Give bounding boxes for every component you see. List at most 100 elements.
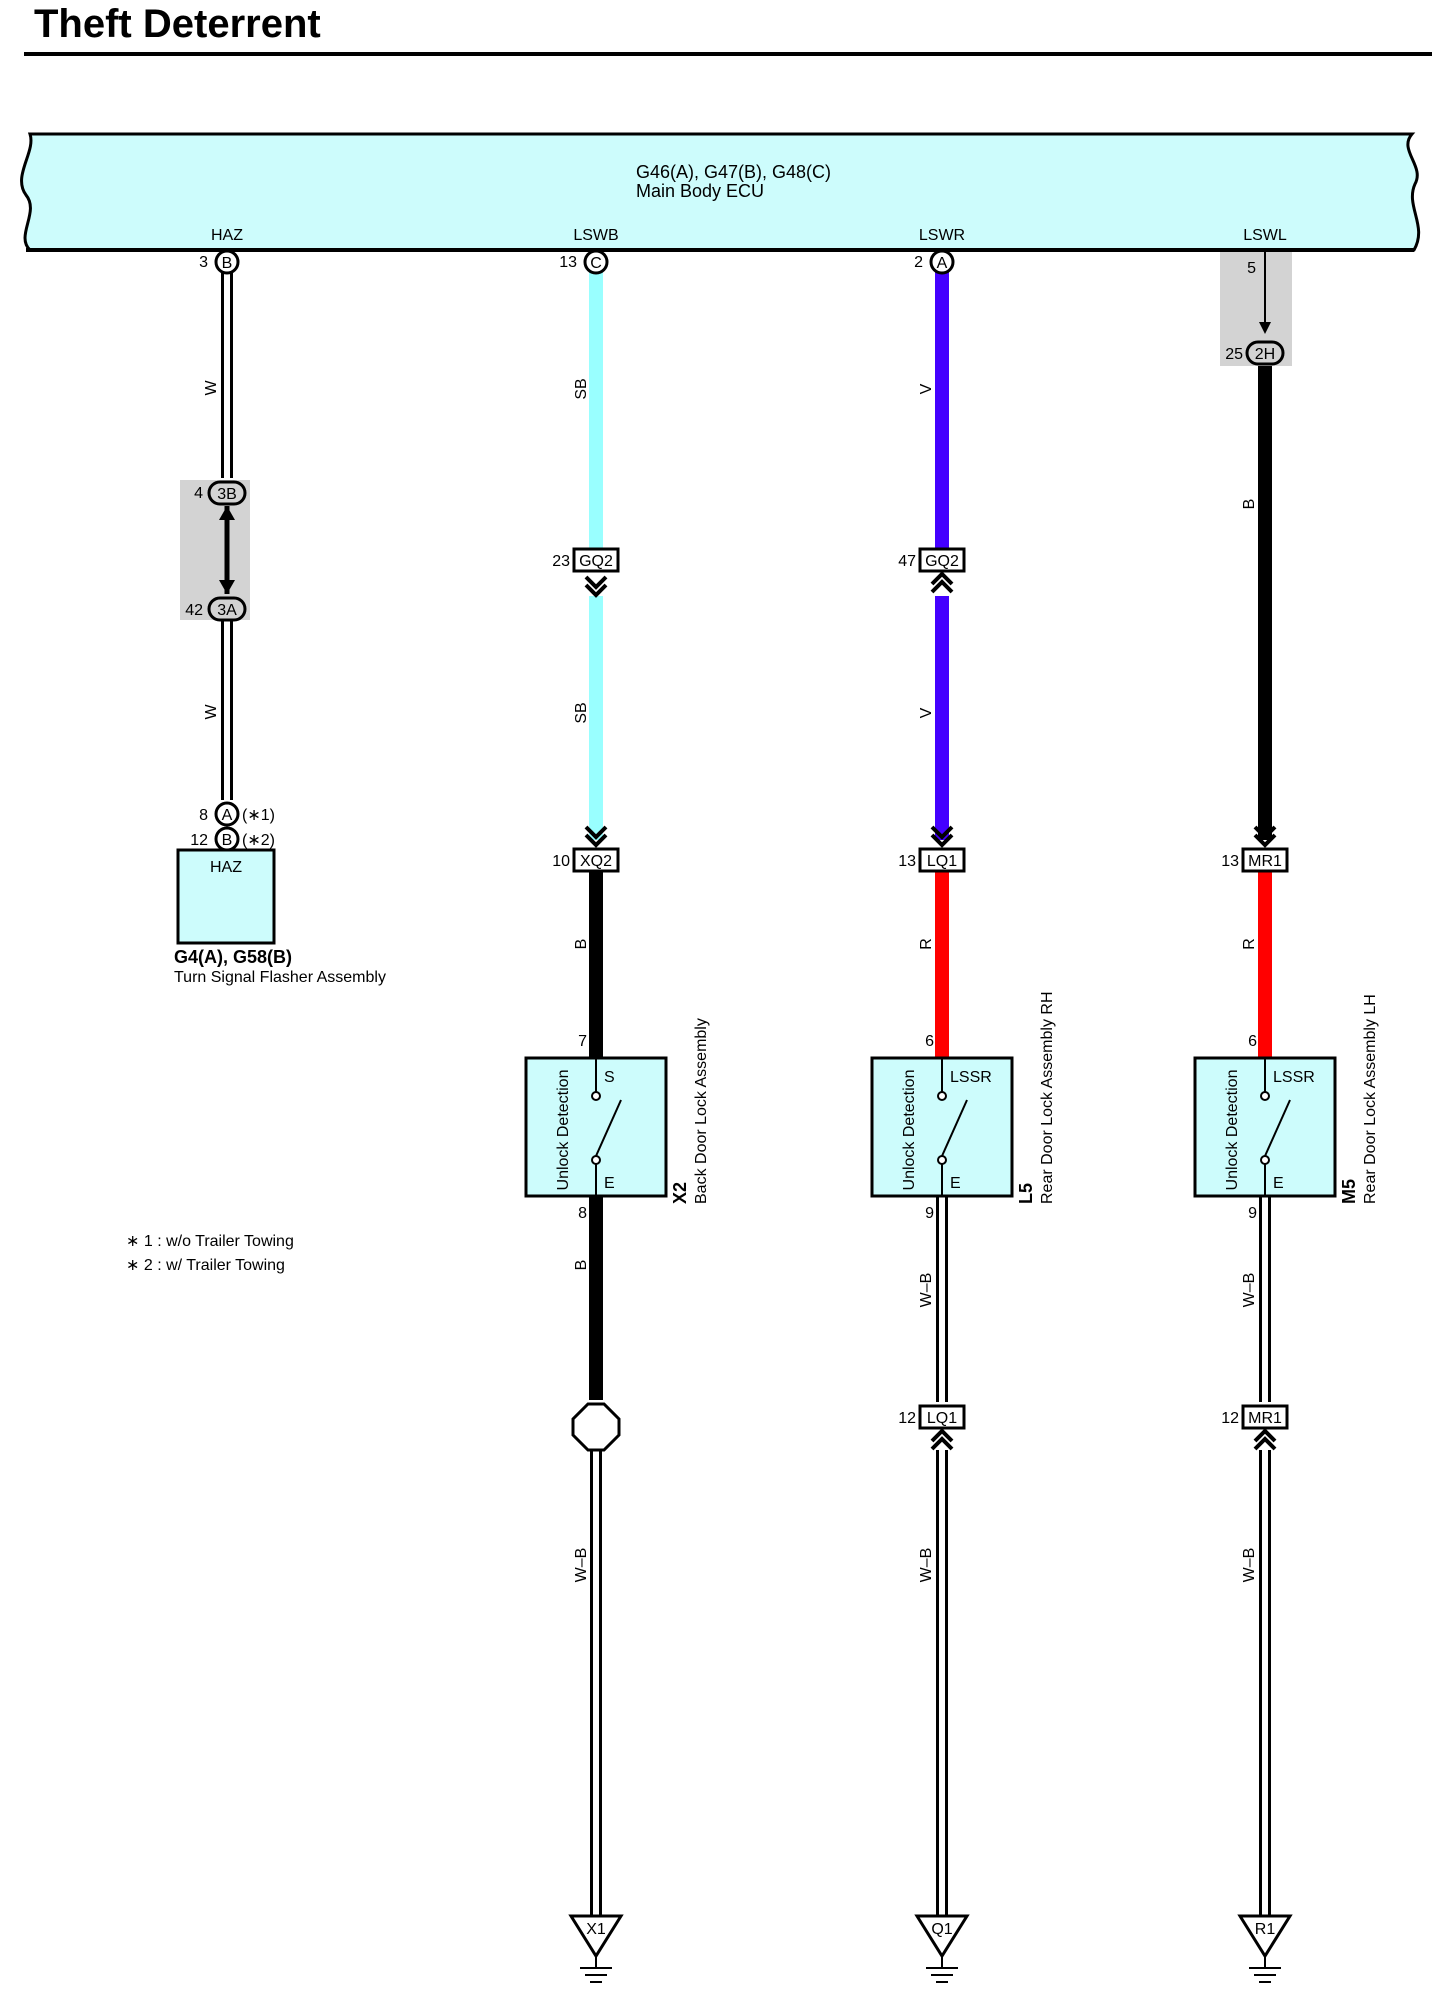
- pin-number: 9: [925, 1205, 934, 1222]
- connector-label: XQ2: [580, 853, 612, 870]
- inline-connector: [572, 847, 620, 873]
- junction-label: 3A: [217, 602, 237, 619]
- connector-terminal: [214, 801, 240, 827]
- ground-label: R1: [1255, 1921, 1276, 1938]
- junction-connector: [207, 480, 247, 506]
- switch-contact: [941, 1099, 968, 1157]
- component-code: G4(A), G58(B): [174, 947, 292, 967]
- component-name: Back Door Lock Assembly: [693, 1018, 710, 1204]
- pin-number: 12: [1221, 1410, 1239, 1427]
- ground-label: Q1: [931, 1921, 952, 1938]
- inline-connector: [918, 547, 966, 573]
- connector-letter: B: [222, 255, 233, 272]
- pin-number: 13: [1221, 853, 1239, 870]
- connector-letter: B: [222, 832, 233, 849]
- wire-color-label: B: [573, 1260, 590, 1271]
- wire-color-label: W–B: [1241, 1273, 1258, 1308]
- wire-color-label: B: [573, 939, 590, 950]
- pin-number: 23: [552, 553, 570, 570]
- pin-number: 47: [898, 553, 916, 570]
- page-title: Theft Deterrent: [34, 2, 321, 46]
- pin-number: 4: [194, 485, 203, 502]
- flasher-box: [176, 848, 276, 945]
- wire-color-label: W: [203, 380, 220, 396]
- switch-label: Unlock Detection: [1224, 1070, 1241, 1191]
- flasher-terminal-label: HAZ: [210, 859, 242, 876]
- pin-number: 5: [1247, 260, 1256, 277]
- pin-number: 42: [185, 602, 203, 619]
- ecu-terminal-lswl: LSWL: [1243, 227, 1287, 244]
- lswb-circuit: SB SB B B W–B 13 C 23 GQ2 10 XQ2 7 S E U…: [524, 249, 710, 1983]
- inline-connector: [1241, 847, 1289, 873]
- ground-symbol: [568, 1914, 624, 1959]
- switch-label: Unlock Detection: [901, 1070, 918, 1191]
- switch-terminal: S: [604, 1069, 615, 1086]
- wire-color-label: SB: [573, 378, 590, 399]
- haz-circuit: W W 3 B 4 3B 42 3A 8 A (∗1) 12 B (∗2) HA…: [174, 249, 386, 986]
- pin-number: 13: [898, 853, 916, 870]
- switch-terminal: E: [1273, 1175, 1284, 1192]
- switch-terminal: E: [604, 1175, 615, 1192]
- connector-letter: C: [590, 255, 602, 272]
- wire-color-label: B: [1241, 499, 1258, 510]
- pin-number: 7: [578, 1033, 587, 1050]
- pin-number: 2: [914, 254, 923, 271]
- ground-label: X1: [586, 1921, 606, 1938]
- footnote: ∗ 2 : w/ Trailer Towing: [126, 1257, 285, 1274]
- pin-number: 13: [559, 254, 577, 271]
- ground-symbol: [914, 1914, 970, 1959]
- switch-contact: [595, 1099, 622, 1157]
- footnote: ∗ 1 : w/o Trailer Towing: [126, 1233, 294, 1250]
- ecu-terminal-lswr: LSWR: [919, 227, 965, 244]
- connector-label: MR1: [1248, 1410, 1282, 1427]
- splice-point: [571, 1402, 621, 1452]
- switch-terminal: E: [950, 1175, 961, 1192]
- wire-color-label: R: [918, 938, 935, 950]
- connector-label: GQ2: [925, 553, 959, 570]
- junction-label: 2H: [1255, 346, 1275, 363]
- connector-label: GQ2: [579, 553, 613, 570]
- component-name: Turn Signal Flasher Assembly: [174, 969, 386, 986]
- ecu-panel: [20, 132, 1421, 252]
- pin-number: 8: [199, 807, 208, 824]
- inline-connector: [572, 547, 620, 573]
- lswl-circuit: 5 B R W–B W–B 25 2H 13 MR1 6 LSSR E Unlo…: [1193, 252, 1379, 1983]
- component-code: X2: [670, 1182, 690, 1204]
- switch-contact: [1264, 1099, 1291, 1157]
- pin-number: 6: [1248, 1033, 1257, 1050]
- connector-letter: A: [937, 255, 948, 272]
- connector-label: LQ1: [927, 1410, 957, 1427]
- component-code: L5: [1016, 1183, 1036, 1204]
- wire-color-label: W–B: [1241, 1548, 1258, 1583]
- connector-letter: A: [222, 807, 233, 824]
- junction-connector: [1245, 340, 1285, 366]
- ecu-code: G46(A), G47(B), G48(C): [636, 162, 831, 182]
- variant-note: (∗2): [242, 832, 275, 849]
- inline-connector: [918, 847, 966, 873]
- variant-note: (∗1): [242, 807, 275, 824]
- wire-color-label: V: [918, 707, 935, 718]
- switch-label: Unlock Detection: [555, 1070, 572, 1191]
- pin-number: 12: [898, 1410, 916, 1427]
- ground-symbol: [1237, 1914, 1293, 1959]
- pin-number: 9: [1248, 1205, 1257, 1222]
- component-name: Rear Door Lock Assembly LH: [1362, 994, 1379, 1204]
- wire-color-label: V: [918, 383, 935, 394]
- wire-color-label: SB: [573, 702, 590, 723]
- switch-terminal: LSSR: [1273, 1069, 1315, 1086]
- wire-color-label: W–B: [918, 1548, 935, 1583]
- connector-label: MR1: [1248, 853, 1282, 870]
- connector-terminal: [214, 249, 240, 275]
- inline-connector: [1241, 1404, 1289, 1430]
- title-rule: [24, 52, 1432, 56]
- wire-color-label: W: [203, 704, 220, 720]
- pin-number: 25: [1225, 346, 1243, 363]
- connector-terminal: [583, 249, 609, 275]
- wire-color-label: R: [1241, 938, 1258, 950]
- ecu-terminal-haz: HAZ: [211, 227, 243, 244]
- pin-number: 10: [552, 853, 570, 870]
- wire-color-label: W–B: [573, 1548, 590, 1583]
- pin-number: 8: [578, 1205, 587, 1222]
- connector-terminal: [929, 249, 955, 275]
- junction-connector: [207, 596, 247, 622]
